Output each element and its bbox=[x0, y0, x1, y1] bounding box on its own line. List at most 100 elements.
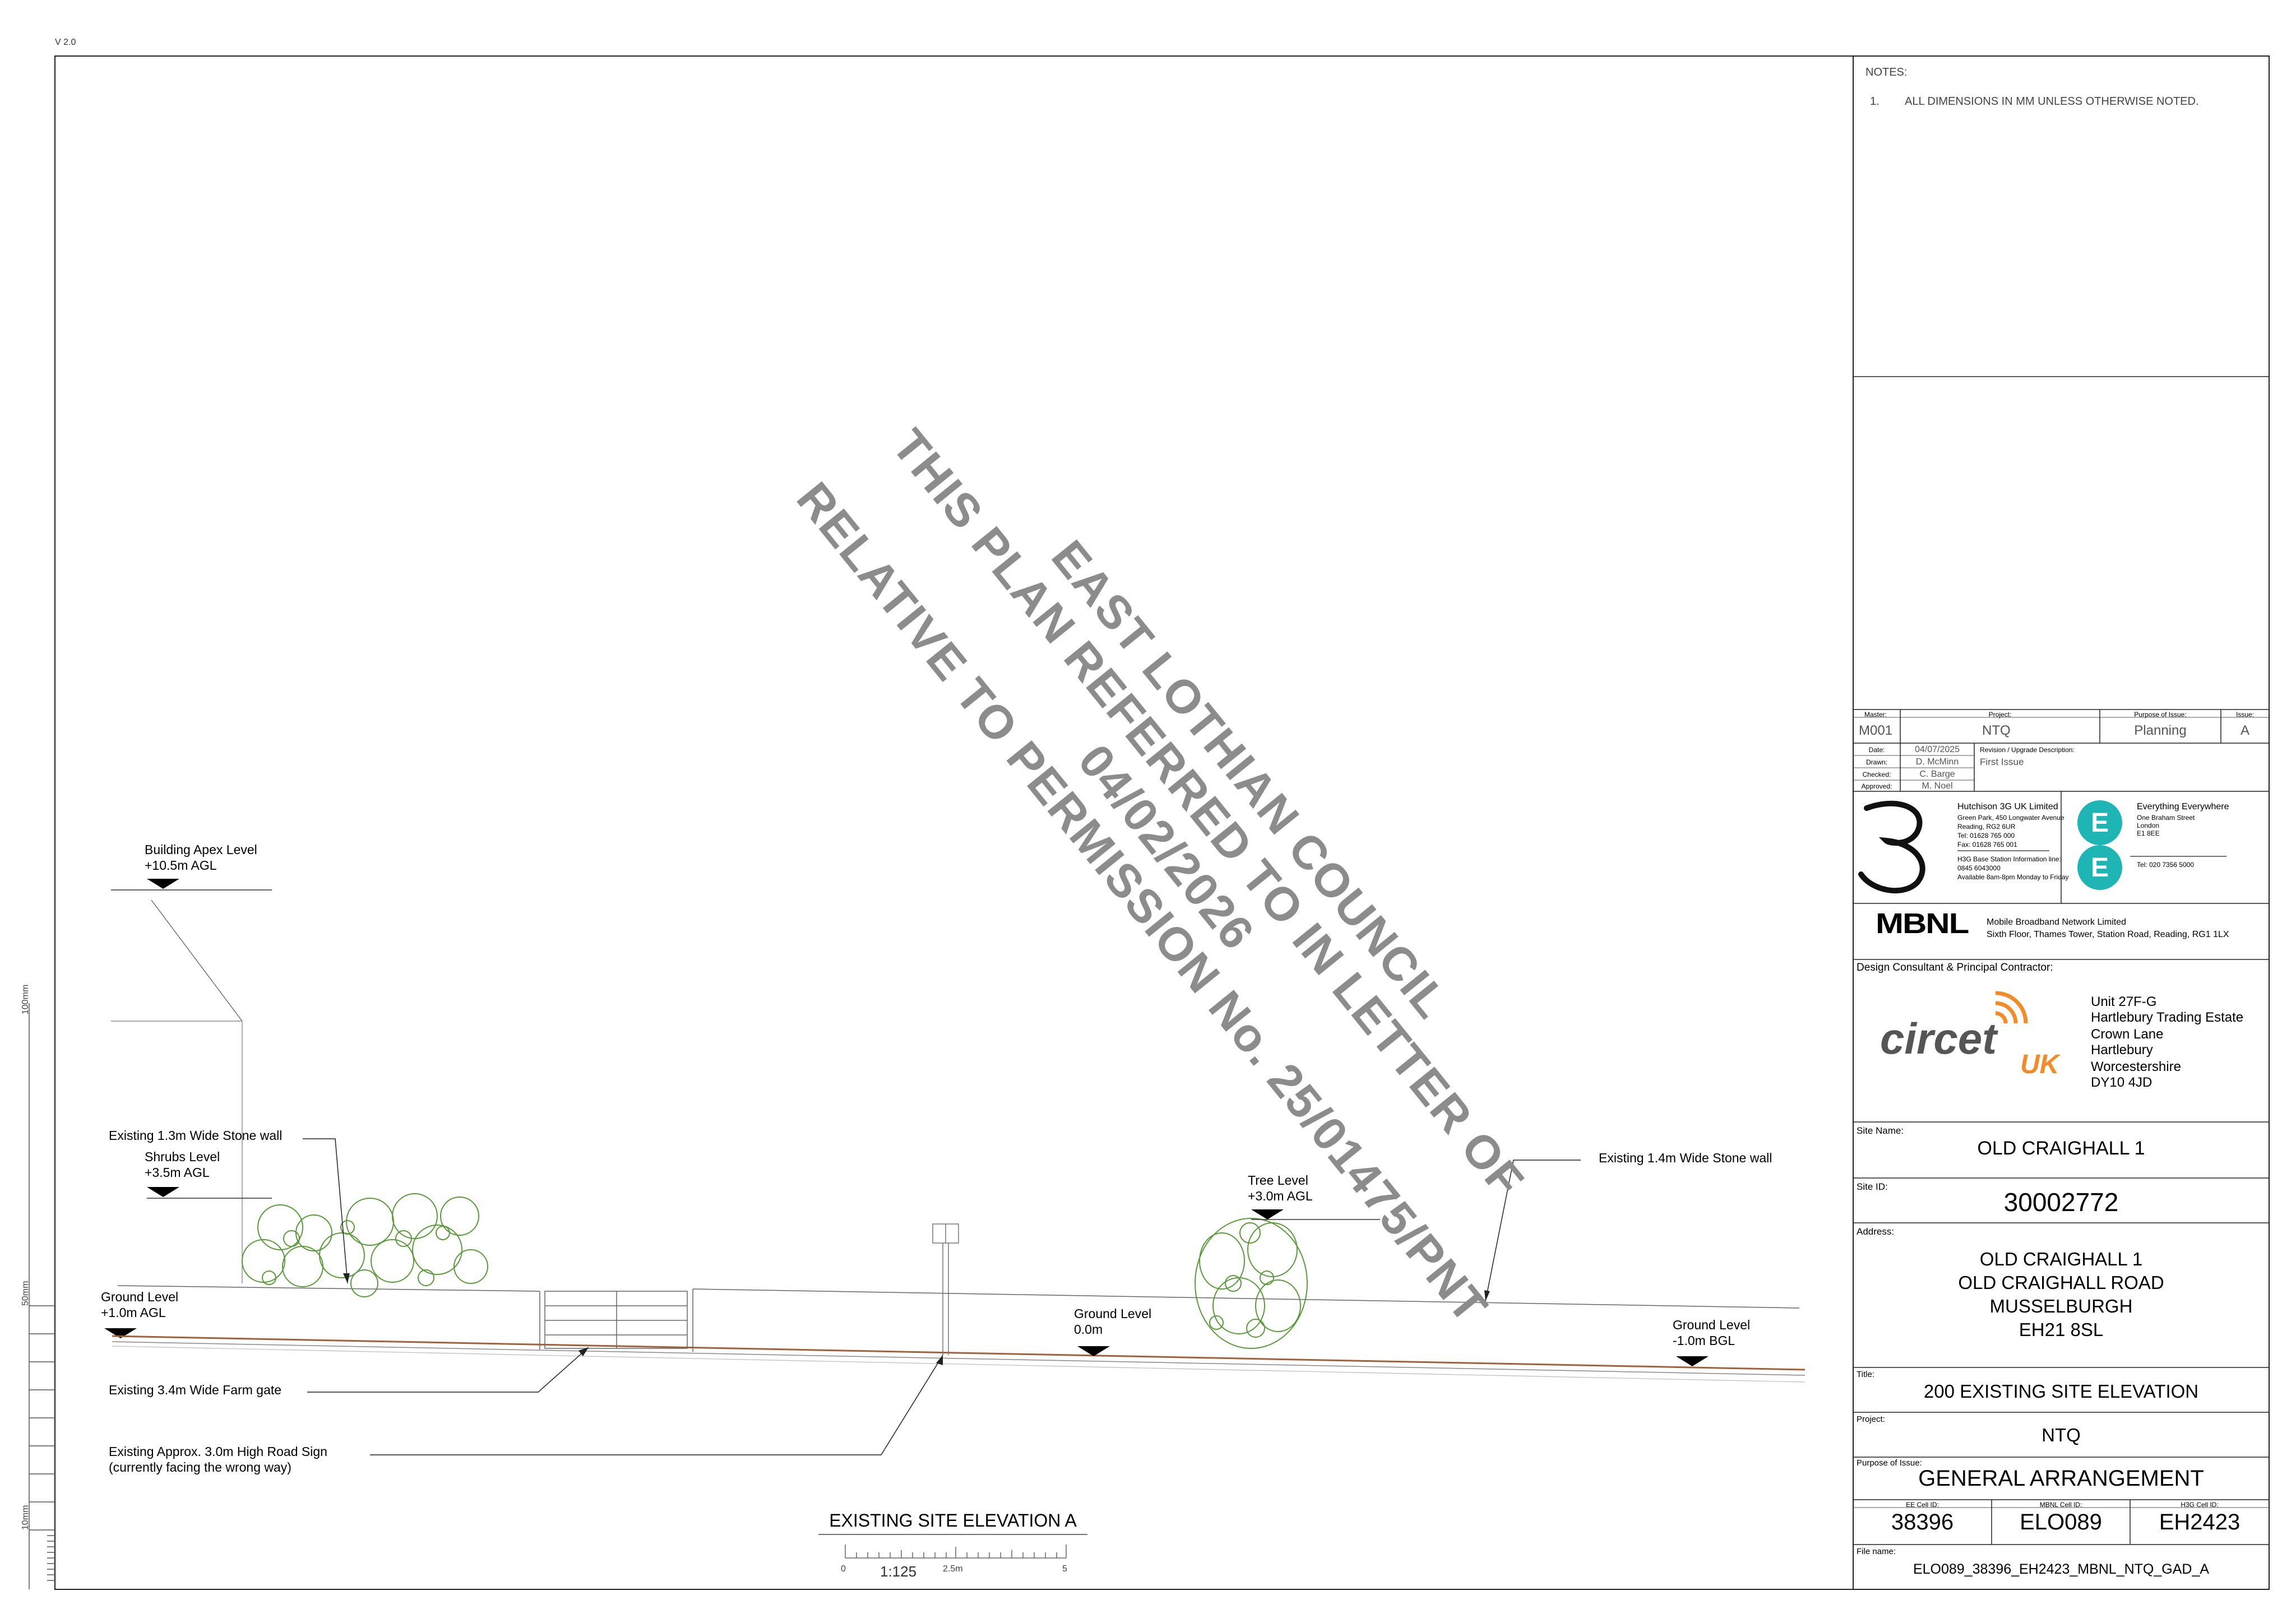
mbnl-logo: MBNL bbox=[1876, 907, 1969, 939]
leader-arrowheads bbox=[343, 1273, 1490, 1365]
revision-desc: First Issue bbox=[1980, 757, 2024, 767]
note-1-number: 1. bbox=[1870, 95, 1880, 108]
project2-label: Project: bbox=[1857, 1415, 1885, 1424]
address-line-1: OLD CRAIGHALL 1 bbox=[1979, 1249, 2143, 1269]
circet-address-2: Hartlebury Trading Estate bbox=[2091, 1010, 2244, 1025]
elevation-profile bbox=[112, 1285, 1806, 1383]
ee-cell-value: 38396 bbox=[1891, 1510, 1954, 1534]
master-label: Master: bbox=[1864, 711, 1887, 718]
project-value: NTQ bbox=[1982, 723, 2011, 738]
margin-scale-100mm: 100mm bbox=[21, 984, 30, 1014]
note-1-text: ALL DIMENSIONS IN MM UNLESS OTHERWISE NO… bbox=[1905, 95, 2199, 108]
date-label: Date: bbox=[1868, 746, 1885, 754]
address-line-2: OLD CRAIGHALL ROAD bbox=[1958, 1272, 2164, 1293]
ee-address-3: E1 8EE bbox=[2137, 829, 2160, 837]
three-address-2: Reading, RG2 6UR bbox=[1957, 823, 2016, 831]
file-name-value: ELO089_38396_EH2423_MBNL_NTQ_GAD_A bbox=[1913, 1561, 2210, 1577]
tree-level-marker bbox=[1251, 1209, 1380, 1220]
circet-signal-icon bbox=[1995, 991, 2028, 1024]
h3g-cell-value: EH2423 bbox=[2159, 1510, 2241, 1534]
circet-address-4: Hartlebury bbox=[2091, 1042, 2153, 1058]
site-name-value: OLD CRAIGHALL 1 bbox=[1977, 1138, 2145, 1159]
master-value: M001 bbox=[1859, 723, 1893, 738]
drawn-value: D. McMinn bbox=[1915, 757, 1959, 767]
site-id-label: Site ID: bbox=[1857, 1181, 1888, 1192]
scale-mark-5: 5 bbox=[1062, 1564, 1067, 1574]
notes-heading: NOTES: bbox=[1866, 66, 1908, 78]
ee-cell-label: EE Cell ID: bbox=[1906, 1501, 1939, 1509]
road-sign-label: Existing Approx. 3.0m High Road Sign bbox=[109, 1444, 327, 1459]
site-name-label: Site Name: bbox=[1857, 1125, 1904, 1136]
circet-logo-uk: UK bbox=[2020, 1050, 2059, 1079]
ground-left-marker bbox=[104, 1328, 137, 1338]
ee-logo: E E bbox=[2077, 800, 2122, 890]
ee-tel: Tel: 020 7356 5000 bbox=[2137, 861, 2195, 869]
mbnl-address: Sixth Floor, Thames Tower, Station Road,… bbox=[1987, 930, 2229, 939]
address-line-3: MUSSELBURGH bbox=[1989, 1296, 2133, 1316]
svg-text:E: E bbox=[2091, 853, 2109, 883]
scale-mark-0: 0 bbox=[841, 1564, 846, 1574]
margin-scale-50mm: 50mm bbox=[21, 1281, 30, 1306]
circet-address-5: Worcestershire bbox=[2091, 1059, 2181, 1074]
ground-right-value: -1.0m BGL bbox=[1673, 1333, 1735, 1348]
ground-right-label: Ground Level bbox=[1673, 1318, 1751, 1332]
mbnl-cell-value: ELO089 bbox=[2020, 1510, 2102, 1534]
farm-gate-label: Existing 3.4m Wide Farm gate bbox=[109, 1383, 282, 1397]
road-sign-note: (currently facing the wrong way) bbox=[109, 1460, 291, 1474]
stone-wall-14-label: Existing 1.4m Wide Stone wall bbox=[1599, 1151, 1772, 1165]
leader-lines bbox=[303, 1138, 1581, 1455]
ground-mid-marker bbox=[1077, 1346, 1110, 1356]
three-address-1: Green Park, 450 Longwater Avenue bbox=[1957, 814, 2064, 822]
three-info-2: 0845 6043000 bbox=[1957, 864, 2001, 872]
ground-mid-value: 0.0m bbox=[1074, 1322, 1103, 1337]
ee-address-2: London bbox=[2137, 822, 2160, 829]
scale-mark-2-5m: 2.5m bbox=[943, 1564, 963, 1574]
three-tel: Tel: 01628 765 000 bbox=[1957, 832, 2015, 840]
three-company-name: Hutchison 3G UK Limited bbox=[1957, 802, 2058, 812]
three-info-3: Available 8am-8pm Monday to Friday bbox=[1957, 873, 2069, 881]
road-sign bbox=[932, 1223, 959, 1355]
tree-level-label: Tree Level bbox=[1248, 1173, 1308, 1188]
site-id-value: 30002772 bbox=[2003, 1188, 2119, 1217]
h3g-cell-label: H3G Cell ID: bbox=[2181, 1501, 2219, 1509]
ee-company-name: Everything Everywhere bbox=[2137, 802, 2229, 812]
issue-label: Issue: bbox=[2235, 711, 2254, 718]
circet-logo: circet bbox=[1880, 1014, 1997, 1063]
circet-address-6: DY10 4JD bbox=[2091, 1075, 2152, 1090]
circet-address-3: Crown Lane bbox=[2091, 1027, 2164, 1042]
apex-level-value: +10.5m AGL bbox=[145, 858, 217, 873]
three-fax: Fax: 01628 765 001 bbox=[1957, 841, 2017, 848]
approved-value: M. Noel bbox=[1922, 781, 1953, 791]
mbnl-name: Mobile Broadband Network Limited bbox=[1987, 917, 2127, 927]
ground-mid-label: Ground Level bbox=[1074, 1306, 1152, 1321]
file-name-label: File name: bbox=[1857, 1547, 1896, 1556]
project2-value: NTQ bbox=[2042, 1425, 2081, 1445]
purpose2-value: GENERAL ARRANGEMENT bbox=[1918, 1466, 2204, 1491]
version-label: V 2.0 bbox=[55, 38, 76, 47]
stone-wall-13-label: Existing 1.3m Wide Stone wall bbox=[109, 1128, 283, 1143]
drawing-title: EXISTING SITE ELEVATION A bbox=[829, 1510, 1077, 1531]
drawing-scale: 1:125 bbox=[880, 1563, 917, 1580]
shrubs-level-value: +3.5m AGL bbox=[145, 1165, 210, 1180]
purpose2-label: Purpose of Issue: bbox=[1857, 1458, 1922, 1468]
scale-bar bbox=[845, 1545, 1067, 1559]
ground-left-label: Ground Level bbox=[101, 1290, 179, 1304]
date-value: 04/07/2025 bbox=[1914, 745, 1960, 754]
address-label: Address: bbox=[1857, 1226, 1895, 1237]
checked-label: Checked: bbox=[1862, 771, 1891, 778]
title-block-grid bbox=[1853, 376, 2269, 1545]
consultant-label: Design Consultant & Principal Contractor… bbox=[1857, 962, 2053, 973]
shrubs-level-marker bbox=[147, 1187, 272, 1199]
purpose-label: Purpose of Issue: bbox=[2134, 711, 2187, 718]
tree-vegetation bbox=[1195, 1218, 1308, 1349]
drawn-label: Drawn: bbox=[1866, 758, 1887, 766]
circet-address-1: Unit 27F-G bbox=[2091, 994, 2157, 1009]
revision-label: Revision / Upgrade Description: bbox=[1980, 746, 2075, 754]
address-line-4: EH21 8SL bbox=[2019, 1319, 2104, 1340]
issue-value: A bbox=[2240, 723, 2249, 738]
mbnl-cell-label: MBNL Cell ID: bbox=[2039, 1501, 2082, 1509]
approved-label: Approved: bbox=[1861, 782, 1892, 790]
shrubs-vegetation bbox=[242, 1193, 488, 1297]
ground-right-marker bbox=[1676, 1356, 1709, 1366]
